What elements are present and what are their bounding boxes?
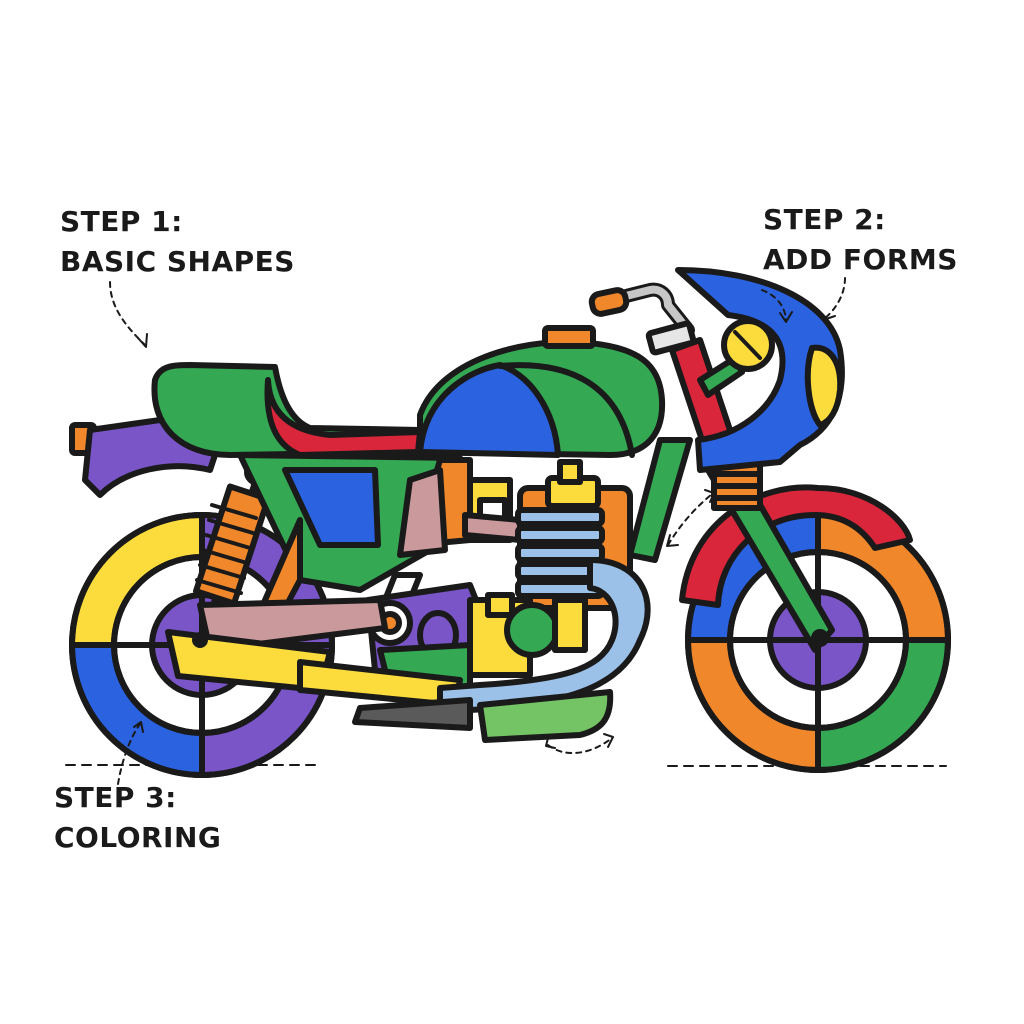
gas-tank-arc bbox=[497, 362, 635, 458]
step-1-subtitle: BASIC SHAPES bbox=[60, 245, 295, 278]
dashed-arrow-heads bbox=[133, 309, 836, 749]
step-1-title: STEP 1: bbox=[60, 205, 183, 238]
exhaust bbox=[352, 557, 651, 743]
step-2-label: STEP 2: ADD FORMS bbox=[763, 200, 958, 280]
step-2-title: STEP 2: bbox=[763, 203, 886, 236]
fairing bbox=[675, 267, 845, 473]
step-3-subtitle: COLORING bbox=[54, 821, 222, 854]
front-fork bbox=[705, 459, 835, 653]
gas-cap bbox=[542, 325, 596, 349]
step-2-subtitle: ADD FORMS bbox=[763, 243, 958, 276]
dashed-arrow bbox=[109, 277, 846, 785]
engine bbox=[365, 459, 633, 693]
frame bbox=[237, 437, 693, 643]
seat bbox=[151, 362, 423, 458]
step-1-label: STEP 1: BASIC SHAPES bbox=[60, 202, 295, 282]
step-3-title: STEP 3: bbox=[54, 781, 177, 814]
step-3-label: STEP 3: COLORING bbox=[54, 778, 221, 858]
